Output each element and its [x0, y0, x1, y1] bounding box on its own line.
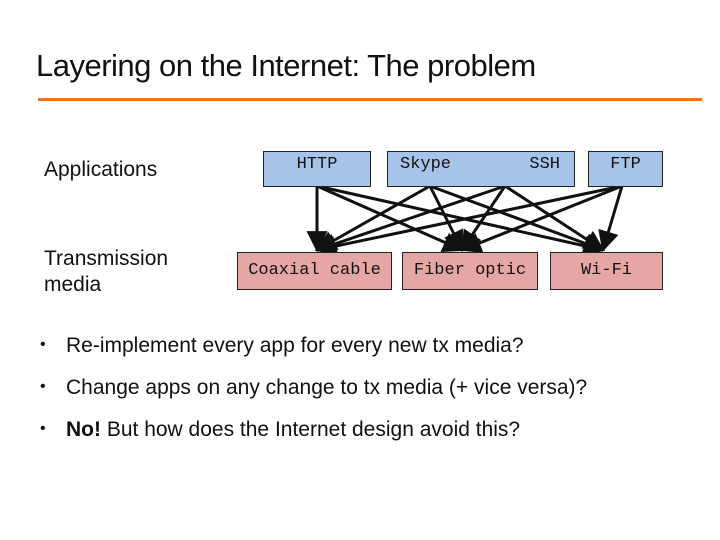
media-label-wifi: Wi-Fi	[580, 261, 632, 280]
bullet-item: • No! But how does the Internet design av…	[40, 418, 710, 442]
arrow-ssh-wifi	[504, 184, 605, 252]
media-label-coaxial-cable: Coaxial cable	[248, 261, 381, 280]
arrow-ssh-fiber	[460, 185, 507, 252]
arrow-http-wifi	[316, 184, 606, 257]
bullet-item: • Re-implement every app for every new tx…	[40, 334, 710, 358]
bullet-text: No! But how does the Internet design avo…	[66, 418, 521, 441]
arrow-ftp-coaxial	[314, 184, 623, 257]
arrow-http-fiber	[316, 184, 464, 252]
media-label-fiber-optic: Fiber optic	[413, 261, 527, 280]
bullet-item: • Change apps on any change to tx media (…	[40, 376, 710, 400]
bullet-dot-icon: •	[40, 420, 46, 437]
title-underline	[38, 98, 702, 101]
bullet-text: Re-implement every app for every new tx …	[66, 334, 524, 357]
media-box-coaxial-cable: Coaxial cable	[237, 252, 392, 290]
app-label-http: HTTP	[296, 155, 338, 174]
slide-title: Layering on the Internet: The problem	[36, 48, 536, 83]
bullet-dot-icon: •	[40, 378, 46, 395]
app-box-ftp: FTP	[588, 151, 663, 187]
arrow-ftp-fiber	[460, 184, 623, 253]
transmission-label-line2: media	[44, 273, 102, 296]
bullet-dot-icon: •	[40, 336, 46, 353]
arrow-skype-wifi	[429, 184, 605, 254]
app-box-http: HTTP	[263, 151, 371, 187]
transmission-label-line1: Transmission	[44, 247, 169, 270]
bullet-list: • Re-implement every app for every new tx…	[40, 334, 710, 460]
applications-row-label: Applications	[44, 158, 158, 181]
bullet-emphasis: No!	[66, 418, 101, 441]
app-label-skype: Skype	[400, 155, 452, 174]
media-box-wifi: Wi-Fi	[550, 252, 663, 290]
arrow-ftp-wifi	[598, 185, 624, 253]
arrow-skype-fiber	[428, 185, 464, 252]
app-label-ftp: FTP	[610, 155, 641, 174]
app-box-skype-ssh: Skype SSH	[387, 151, 575, 187]
arrow-skype-coaxial	[315, 184, 431, 252]
app-label-ssh: SSH	[529, 155, 560, 174]
arrow-ssh-coaxial	[315, 184, 506, 254]
media-box-fiber-optic: Fiber optic	[402, 252, 538, 290]
transmission-media-row-label: Transmission media	[44, 246, 168, 298]
bullet-text: Change apps on any change to tx media (+…	[66, 376, 588, 399]
